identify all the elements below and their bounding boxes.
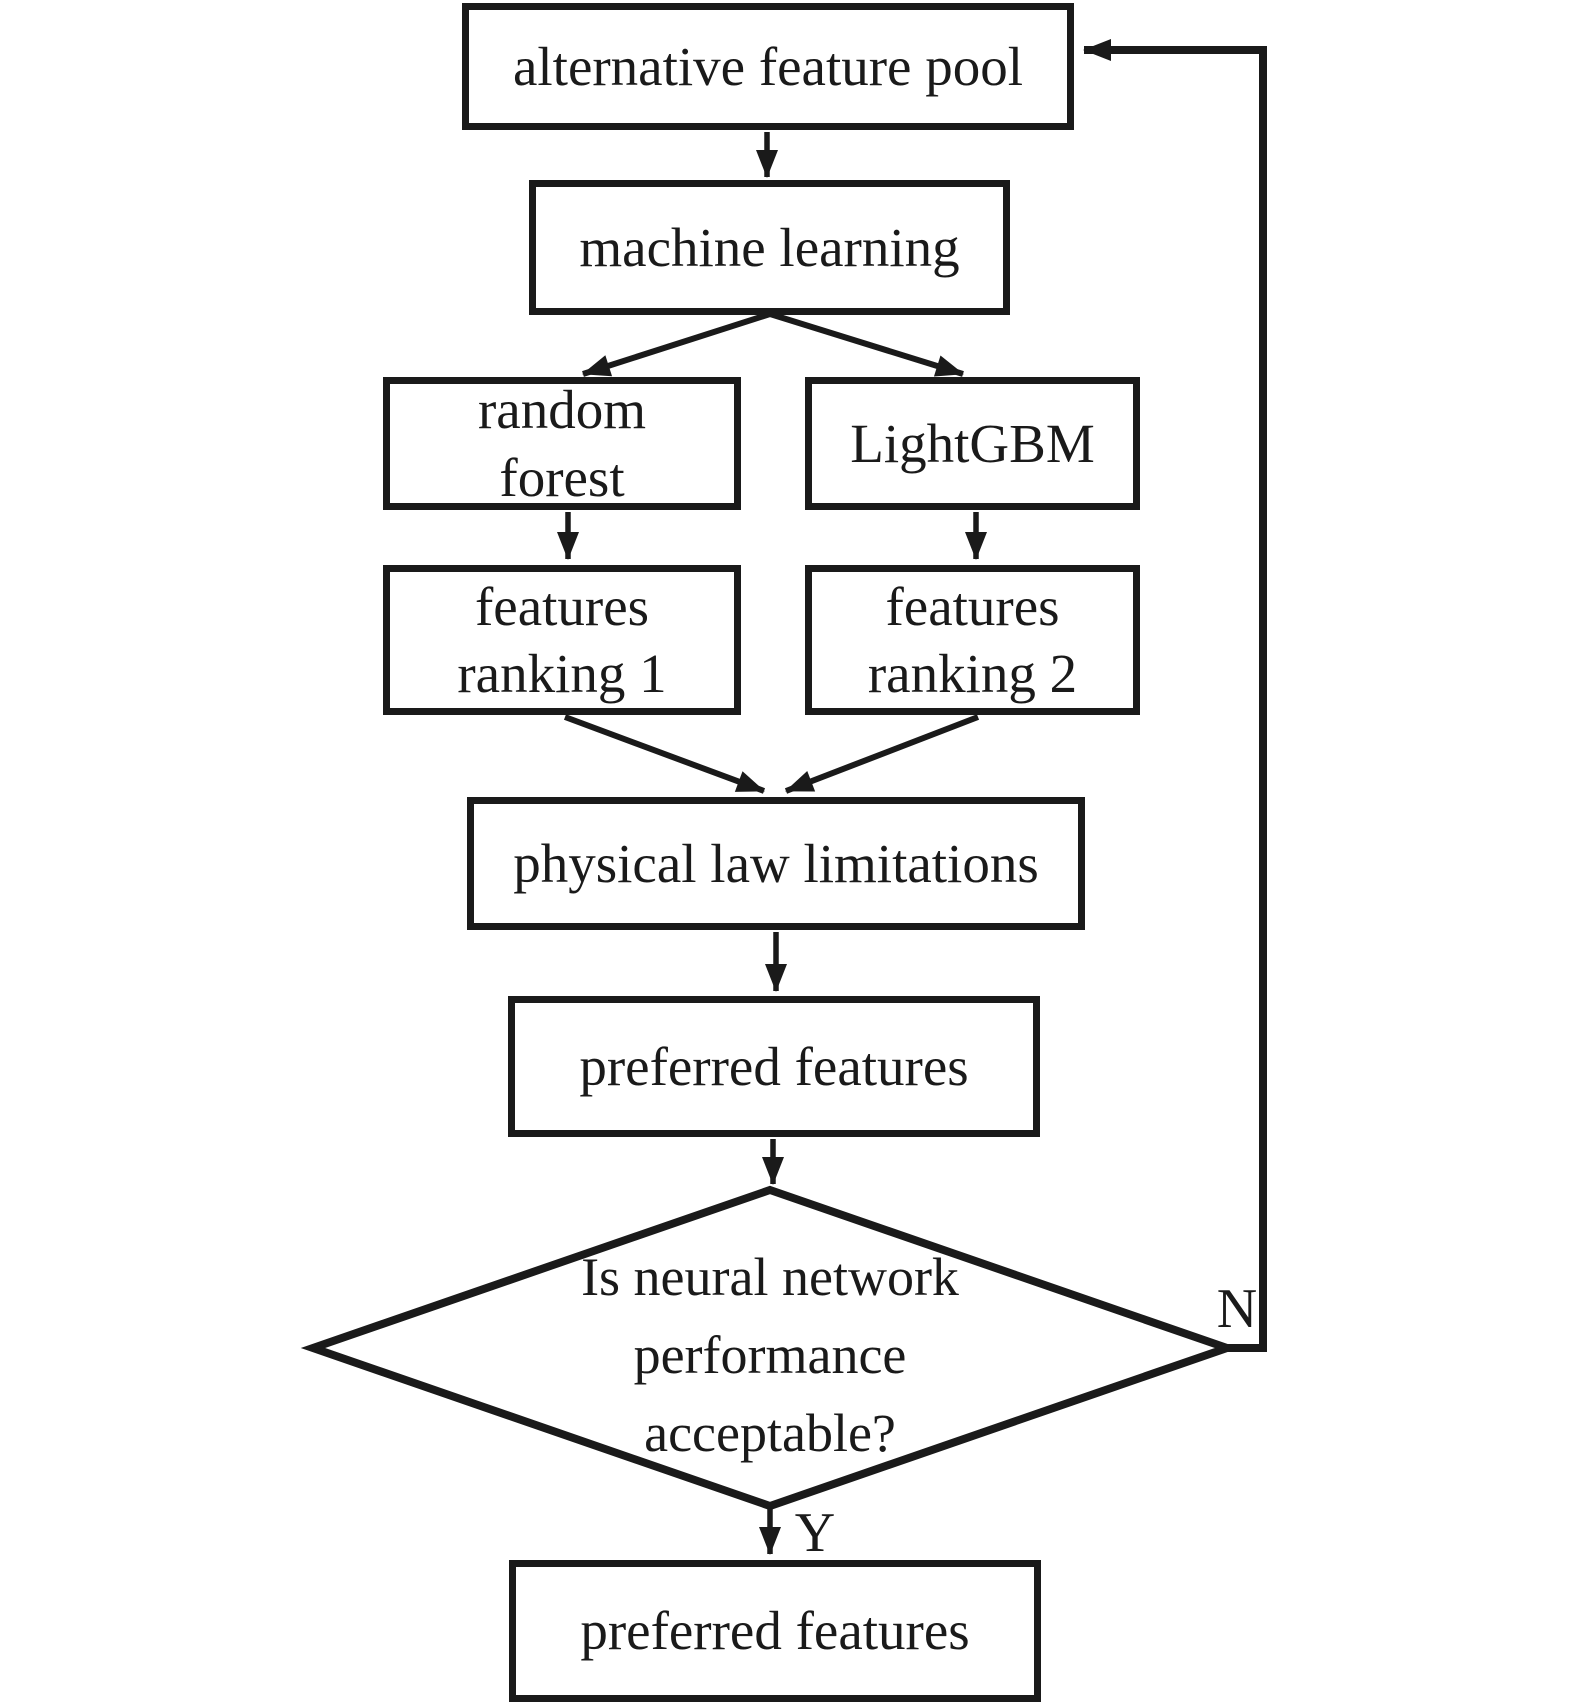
node-preferred-features-final: preferred features bbox=[509, 1560, 1041, 1702]
node-features-ranking-1: features ranking 1 bbox=[383, 565, 741, 715]
node-label: features ranking 2 bbox=[867, 575, 1078, 704]
arrow-ml-to-lgbm bbox=[769, 311, 964, 377]
node-physical-law-limitations: physical law limitations bbox=[467, 797, 1085, 930]
node-label: random forest bbox=[477, 379, 646, 508]
arrow-rank2-to-physical bbox=[784, 714, 980, 794]
node-label: Is neural network performance acceptable… bbox=[581, 1246, 959, 1464]
feedback-line-no-branch bbox=[1083, 39, 1267, 1352]
edge-label-text: N bbox=[1216, 1278, 1258, 1340]
decision-diamond bbox=[300, 1185, 1240, 1511]
node-random-forest: random forest bbox=[383, 377, 741, 510]
node-machine-learning: machine learning bbox=[529, 180, 1010, 315]
node-label: LightGBM bbox=[850, 412, 1095, 474]
node-label: machine learning bbox=[579, 216, 960, 278]
edge-label-text: Y bbox=[794, 1502, 836, 1564]
node-lightgbm: LightGBM bbox=[805, 377, 1140, 510]
node-label: physical law limitations bbox=[513, 832, 1039, 894]
arrow-ml-to-rf bbox=[582, 311, 771, 377]
edge-label-yes: Y bbox=[784, 1502, 846, 1564]
node-label: alternative feature pool bbox=[512, 35, 1023, 97]
node-label: preferred features bbox=[580, 1600, 970, 1662]
arrow-rank1-to-physical bbox=[563, 714, 766, 794]
decision-question: Is neural network performance acceptable… bbox=[535, 1226, 1005, 1484]
node-features-ranking-2: features ranking 2 bbox=[805, 565, 1140, 715]
node-label: features ranking 1 bbox=[457, 575, 667, 704]
node-label: preferred features bbox=[579, 1035, 969, 1097]
node-alternative-feature-pool: alternative feature pool bbox=[462, 3, 1074, 130]
node-preferred-features-mid: preferred features bbox=[508, 996, 1040, 1137]
edge-label-no: N bbox=[1206, 1280, 1268, 1338]
